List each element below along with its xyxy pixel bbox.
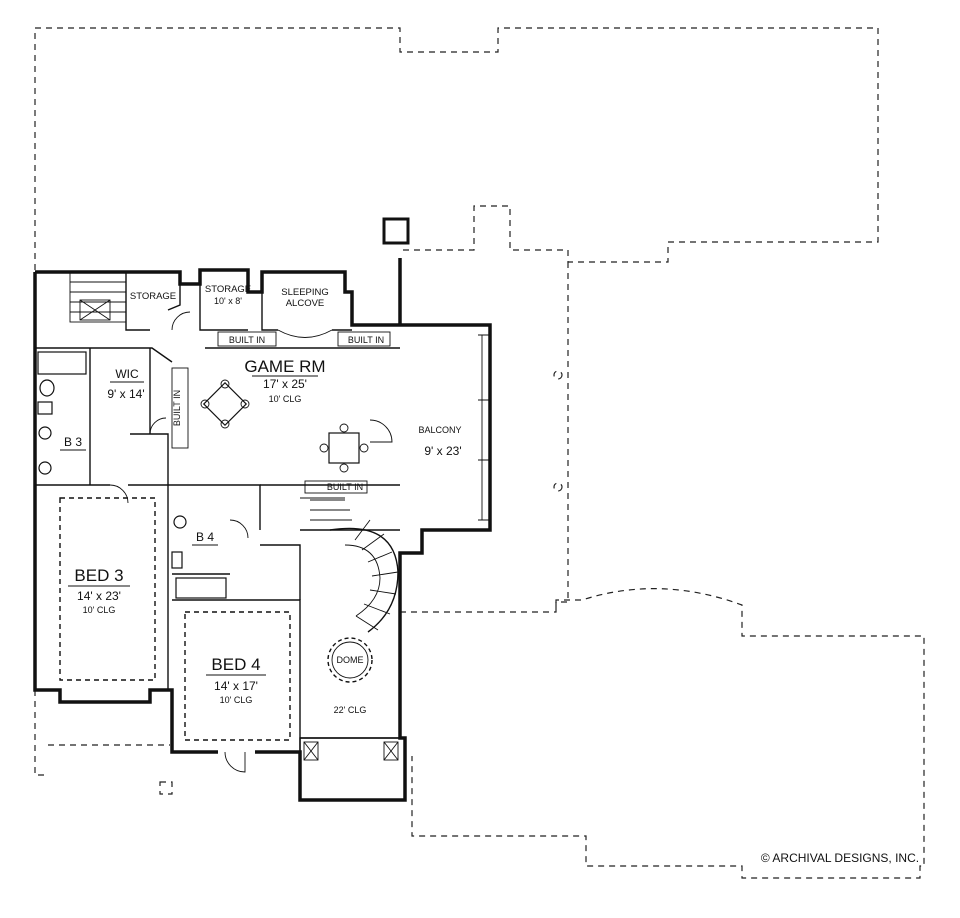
label-balcony: BALCONY: [418, 425, 461, 435]
label-game-rm-clg: 10' CLG: [269, 394, 302, 404]
rear-stair: [69, 271, 127, 323]
copyright-text: © ARCHIVAL DESIGNS, INC.: [761, 851, 919, 865]
label-bed3: BED 3: [74, 566, 123, 585]
front-entry: [299, 737, 406, 801]
label-bed3-size: 14' x 23': [77, 589, 121, 603]
label-balcony-size: 9' x 23': [424, 444, 461, 458]
bath-fixtures: [37, 351, 227, 599]
label-b4: B 4: [196, 530, 214, 544]
dome: [327, 637, 373, 683]
label-bed4: BED 4: [211, 655, 260, 674]
label-game-rm: GAME RM: [244, 357, 325, 376]
interior-walls: [35, 272, 400, 752]
built-ins: [171, 329, 391, 494]
label-wic-size: 9' x 14': [107, 387, 144, 401]
label-storage-2: STORAGE: [205, 284, 251, 295]
label-built-in-2: BUILT IN: [348, 335, 384, 345]
label-sleeping-alcove-2: ALCOVE: [286, 298, 325, 309]
label-built-in-3: BUILT IN: [172, 390, 182, 426]
label-game-rm-size: 17' x 25': [263, 377, 307, 391]
label-b3: B 3: [64, 435, 82, 449]
label-built-in-4: BUILT IN: [327, 482, 363, 492]
label-bed3-clg: 10' CLG: [83, 605, 116, 615]
label-bed4-size: 14' x 17': [214, 679, 258, 693]
label-storage-2-size: 10' x 8': [214, 296, 242, 306]
curved-stair: [300, 497, 399, 633]
label-sleeping-alcove-1: SLEEPING: [281, 287, 329, 298]
lower-floor-outline: [34, 27, 925, 879]
label-built-in-1: BUILT IN: [229, 335, 265, 345]
doors: [109, 311, 393, 773]
label-dome: DOME: [337, 655, 364, 665]
label-storage-1: STORAGE: [130, 291, 176, 302]
label-foyer-clg: 22' CLG: [334, 705, 367, 715]
balcony-railing: [478, 334, 490, 521]
label-bed4-clg: 10' CLG: [220, 695, 253, 705]
label-wic: WIC: [115, 367, 139, 381]
game-tables: [200, 379, 369, 473]
